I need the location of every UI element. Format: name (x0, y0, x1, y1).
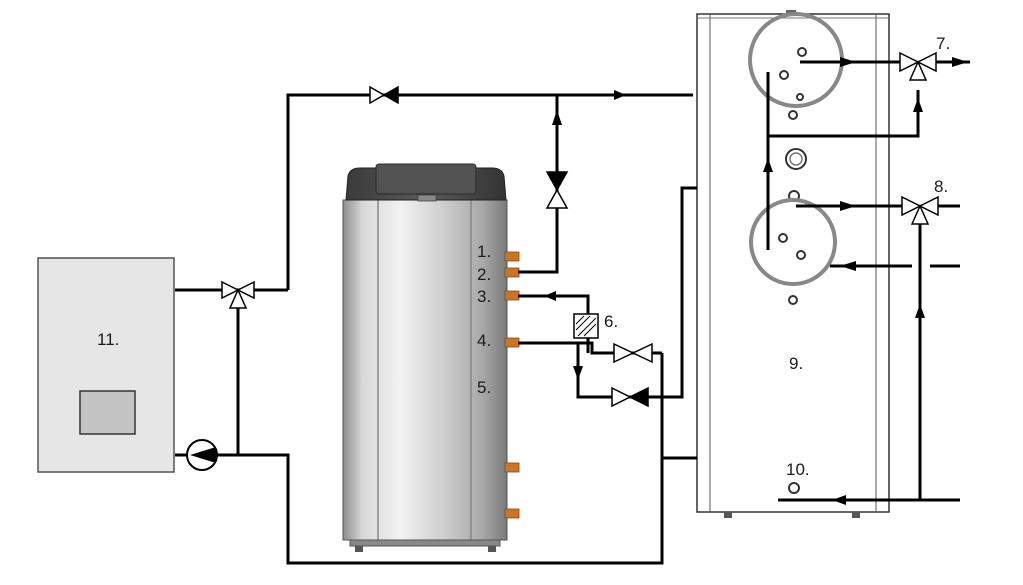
label-3: 3. (477, 287, 492, 306)
boiler-display (79, 390, 136, 435)
label-8: 8. (934, 177, 949, 196)
filter-icon (573, 313, 599, 339)
pump-icon (186, 439, 218, 471)
valve-icon (611, 386, 649, 408)
label-9: 9. (789, 354, 804, 373)
flow-arrow-icon (544, 57, 968, 505)
label-1: 1. (477, 242, 492, 261)
label-5: 5. (477, 378, 492, 397)
three-way-valve-icon (221, 280, 255, 309)
boiler-unit (37, 257, 175, 473)
lower-coil (749, 198, 837, 286)
label-11: 11. (97, 330, 120, 349)
label-4: 4. (477, 331, 492, 350)
three-way-valve-icon (899, 51, 937, 81)
valve-icon (613, 342, 653, 364)
pipe-connections (504, 251, 520, 519)
label-7: 7. (936, 34, 951, 53)
storage-tank (696, 10, 890, 518)
valve-icon (545, 171, 569, 209)
three-way-valve-icon (901, 195, 939, 225)
label-10: 10. (786, 460, 810, 479)
label-2: 2. (477, 265, 492, 284)
valve-icon (369, 85, 399, 105)
heat-pump-unit (342, 163, 520, 552)
label-6: 6. (604, 312, 619, 331)
